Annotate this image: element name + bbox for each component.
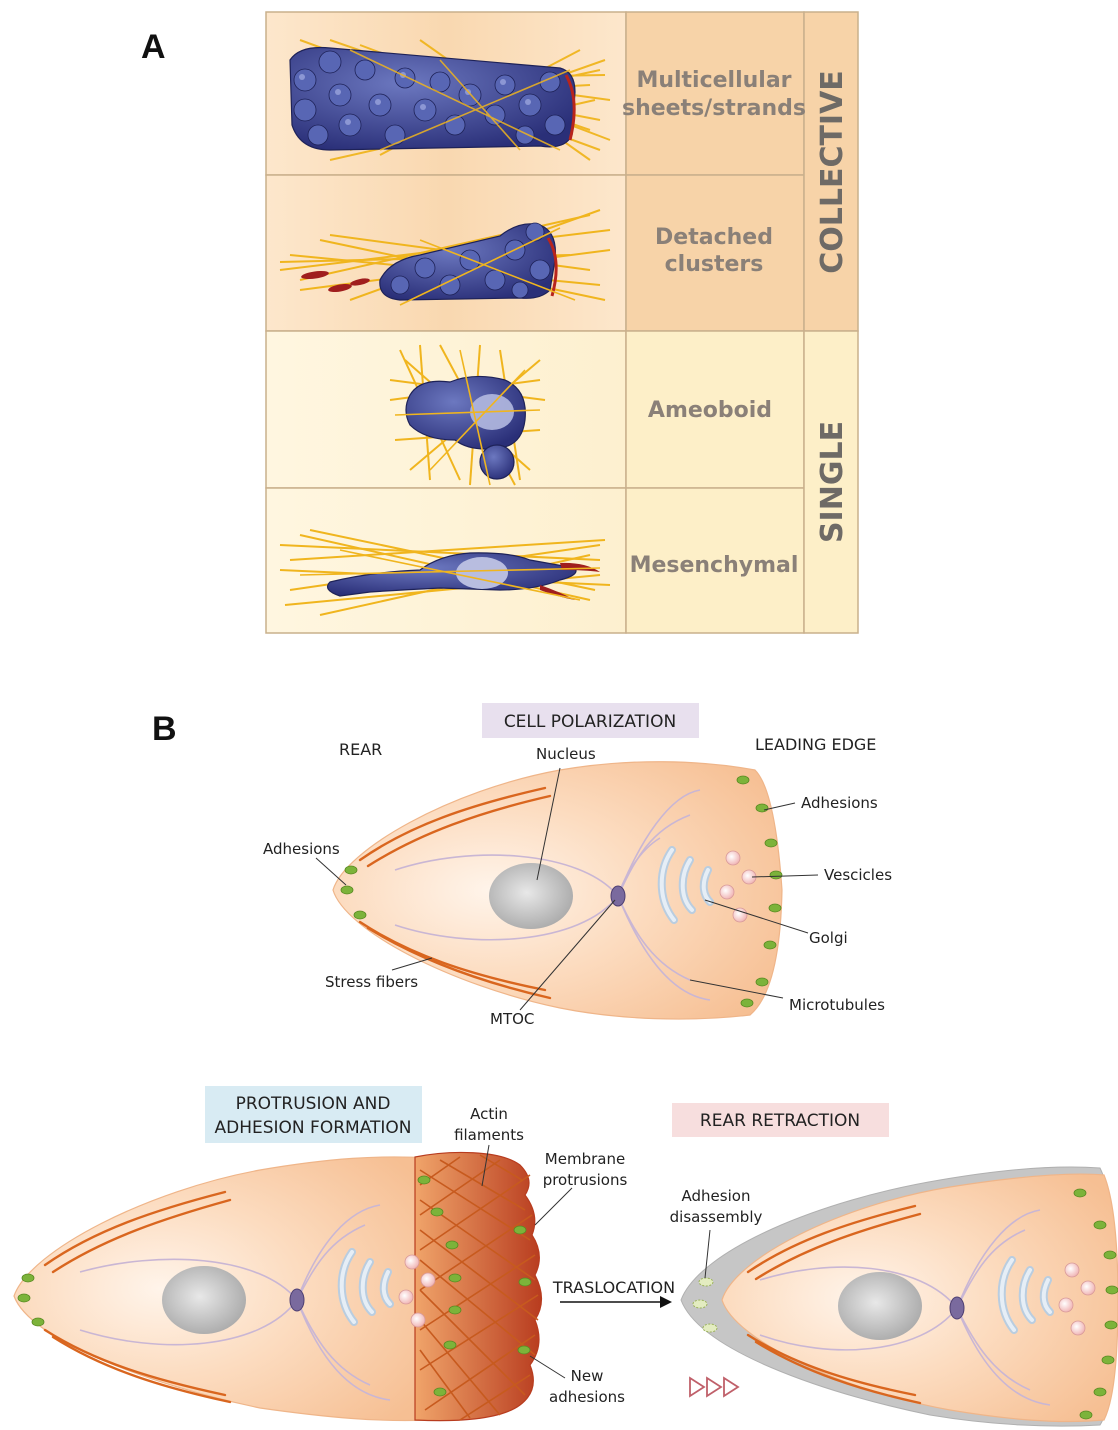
row-label-detached-line1: Detached <box>655 225 773 250</box>
rear-label: REAR <box>339 740 382 759</box>
membrane-label-line2: protrusions <box>543 1171 628 1189</box>
rear-retraction-title: REAR RETRACTION <box>700 1111 860 1131</box>
cell-polarization-title: CELL POLARIZATION <box>504 712 676 732</box>
mtoc <box>611 886 625 906</box>
retraction-cell <box>681 1167 1118 1426</box>
actin-label-line2: filaments <box>454 1126 524 1144</box>
leading-edge-label: LEADING EDGE <box>755 735 876 754</box>
translocation-arrow <box>560 1296 672 1308</box>
protrusion-title-line2: ADHESION FORMATION <box>215 1118 412 1138</box>
mtoc-label: MTOC <box>490 1010 534 1028</box>
new-adhesions-label-line1: New <box>571 1367 604 1385</box>
adhesions-left-label: Adhesions <box>263 840 340 858</box>
protrusion-cell <box>14 1145 572 1421</box>
nucleus-label: Nucleus <box>536 745 596 763</box>
row-label-ameoboid: Ameoboid <box>648 398 772 423</box>
microtubules-label: Microtubules <box>789 996 885 1014</box>
vescicles-label: Vescicles <box>824 866 892 884</box>
actin-label-line1: Actin <box>470 1105 508 1123</box>
new-adhesions-label-line2: adhesions <box>549 1388 625 1406</box>
adhesions-right-label: Adhesions <box>801 794 878 812</box>
group-label-collective: COLLECTIVE <box>815 70 850 274</box>
nucleus <box>489 863 573 929</box>
stress-fibers-label: Stress fibers <box>325 973 418 991</box>
membrane-label-line1: Membrane <box>545 1150 625 1168</box>
disassembly-label-line1: Adhesion <box>682 1187 751 1205</box>
group-label-single: SINGLE <box>815 421 850 543</box>
disassembly-label-line2: disassembly <box>670 1208 763 1226</box>
row-label-detached-line2: clusters <box>665 252 764 277</box>
row-label-multicellular-line2: sheets/strands <box>622 96 806 121</box>
translocation-label: TRASLOCATION <box>552 1278 675 1297</box>
golgi-label: Golgi <box>809 929 848 947</box>
retraction-arrows <box>690 1378 738 1396</box>
row-label-mesenchymal: Mesenchymal <box>630 553 799 578</box>
protrusion-title-line1: PROTRUSION AND <box>236 1094 391 1114</box>
row-label-multicellular-line1: Multicellular <box>636 68 791 93</box>
